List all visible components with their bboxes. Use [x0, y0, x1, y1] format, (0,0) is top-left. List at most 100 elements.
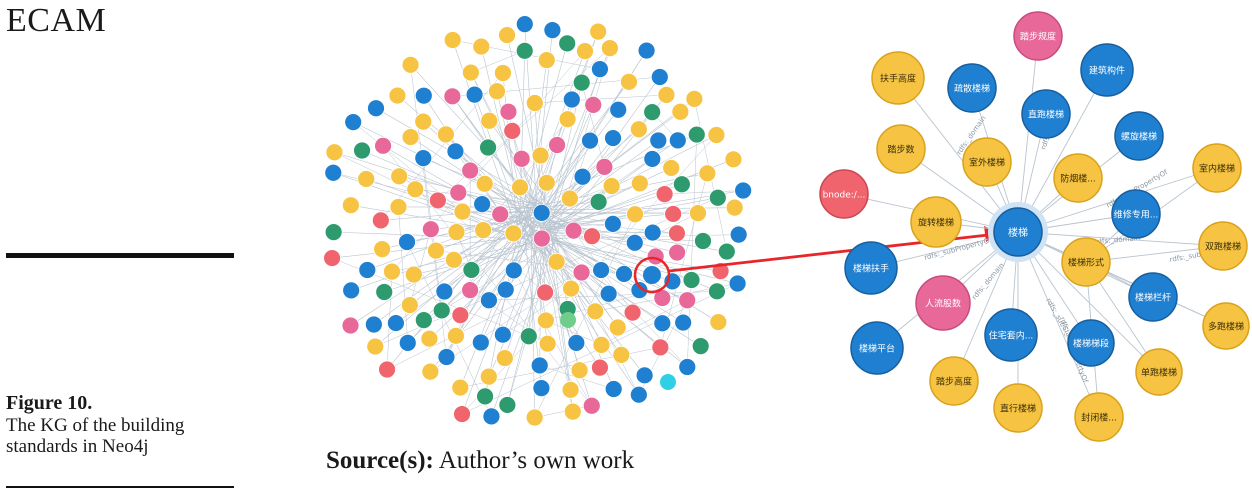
- overview-node: [625, 233, 644, 252]
- overview-node: [678, 291, 697, 310]
- overview-node: [709, 313, 728, 331]
- subgraph-node-label: 防烟楼...: [1060, 173, 1096, 185]
- overview-node: [573, 167, 592, 186]
- overview-edge: [581, 82, 605, 167]
- overview-edge: [351, 230, 524, 291]
- overview-node: [537, 51, 556, 69]
- overview-node: [664, 205, 683, 223]
- overview-node: [325, 143, 344, 162]
- overview-node: [324, 223, 343, 242]
- overview-node: [708, 188, 727, 207]
- overview-edge: [553, 111, 681, 207]
- subgraph-node: [984, 308, 1038, 362]
- subgraph-node-label: 疏散楼梯: [954, 83, 990, 95]
- overview-node: [388, 86, 407, 105]
- overview-node: [572, 263, 591, 282]
- overview-node: [643, 150, 662, 168]
- source-line: Source(s): Author’s own work: [326, 447, 634, 475]
- overview-node: [536, 311, 555, 330]
- overview-node: [538, 334, 557, 353]
- overview-node: [474, 221, 493, 239]
- overview-node: [461, 63, 480, 82]
- overview-edge: [534, 94, 667, 104]
- overview-node: [560, 189, 579, 208]
- overview-node: [398, 333, 417, 352]
- overview-node: [643, 223, 662, 242]
- overview-node: [729, 225, 748, 244]
- overview-edge: [350, 211, 525, 326]
- edge-label: rdfs:_domain: [1094, 234, 1140, 246]
- overview-edge: [528, 235, 537, 337]
- overview-node: [437, 348, 456, 366]
- overview-node: [451, 306, 470, 325]
- overview-node: [572, 73, 591, 92]
- overview-edge: [522, 43, 568, 206]
- overview-node: [446, 142, 465, 161]
- subgraph-node-label: 楼梯扶手: [853, 263, 889, 275]
- center-node: [993, 207, 1043, 257]
- overview-edge: [601, 299, 688, 346]
- overview-node: [602, 177, 621, 195]
- overview-node: [724, 150, 743, 169]
- overview-node: [734, 181, 753, 200]
- subgraph-node: [850, 321, 904, 375]
- source-text: Author’s own work: [438, 447, 635, 474]
- overview-node: [687, 125, 706, 144]
- overview-node: [471, 333, 490, 352]
- overview-node: [653, 314, 672, 333]
- overview-edge: [529, 140, 591, 217]
- overview-node: [548, 136, 566, 154]
- overview-node: [685, 90, 704, 108]
- figure-text-line1: The KG of the building: [6, 415, 185, 436]
- overview-node: [532, 379, 551, 398]
- overview-node: [674, 313, 693, 332]
- subgraph-node: [1198, 221, 1248, 271]
- overview-node: [626, 205, 644, 224]
- overview-node: [414, 149, 433, 168]
- subgraph-node-label: 踏步高度: [936, 376, 972, 388]
- overview-node: [367, 99, 385, 118]
- subgraph-node: [871, 51, 925, 105]
- figure-label: Figure 10.: [6, 392, 93, 414]
- overview-node: [586, 302, 605, 321]
- overview-node: [475, 174, 494, 193]
- overview-node: [519, 327, 538, 346]
- overview-edge: [429, 227, 551, 339]
- highlight-ring: [633, 256, 671, 294]
- overview-node: [498, 26, 516, 44]
- overview-node: [341, 196, 360, 215]
- overview-node: [406, 180, 425, 199]
- overview-node: [657, 85, 676, 104]
- overview-edge: [491, 240, 555, 417]
- overview-node: [404, 265, 423, 284]
- overview-node: [609, 100, 628, 119]
- overview-node: [511, 178, 529, 197]
- overview-edge: [469, 215, 539, 291]
- overview-node: [432, 301, 451, 320]
- overview-node: [443, 87, 462, 106]
- overview-node: [461, 161, 480, 180]
- overview-node: [473, 195, 492, 213]
- overview-edge: [441, 214, 547, 311]
- overview-node: [364, 315, 383, 334]
- overview-node: [344, 113, 363, 132]
- overview-node: [373, 240, 392, 259]
- subgraph-node-label: 旋转楼梯: [918, 217, 954, 229]
- subgraph-node-label: 建筑构件: [1089, 65, 1125, 77]
- overview-node: [650, 68, 669, 86]
- subgraph-node: [1080, 43, 1134, 97]
- figure-caption: Figure 10. The KG of the building standa…: [6, 392, 246, 457]
- overview-node: [371, 211, 390, 230]
- overview-node: [620, 72, 638, 91]
- subgraph-node-label: 住宅套内...: [989, 330, 1034, 342]
- subgraph-node: [819, 169, 869, 219]
- overview-node: [414, 112, 433, 131]
- overview-edge: [507, 226, 553, 406]
- subgraph-node-label: 踏步数: [887, 144, 914, 156]
- overview-node: [547, 252, 566, 271]
- subgraph-node: [1053, 153, 1103, 203]
- subgraph-node-label: 楼梯栏杆: [1135, 292, 1171, 304]
- overview-node: [443, 31, 462, 49]
- overview-node: [651, 338, 670, 357]
- overview-node: [649, 131, 668, 150]
